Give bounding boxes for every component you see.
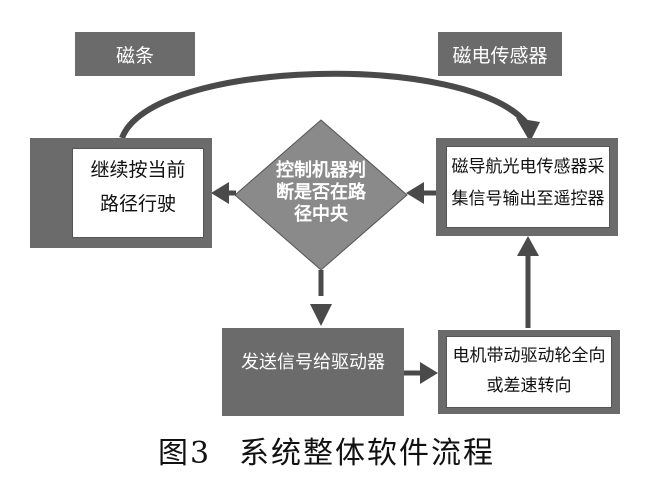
- decision-line1: 控制机器判: [276, 160, 366, 181]
- arrow-head: [420, 362, 438, 384]
- magnetic-sensor-label: 磁电传感器: [452, 45, 548, 67]
- arrow-head: [211, 182, 229, 204]
- send-signal-label: 发送信号给驱动器: [241, 352, 385, 373]
- motor-steer-inner: 电机带动驱动轮全向 或差速转向: [446, 336, 612, 408]
- sensor-signal-line2: 集信号输出至遥控器: [451, 189, 605, 209]
- sensor-signal-box: 磁导航光电传感器采 集信号输出至遥控器: [436, 138, 618, 236]
- magnetic-strip-box: 磁条: [75, 32, 195, 76]
- motor-steer-box: 电机带动驱动轮全向 或差速转向: [438, 330, 620, 414]
- magnetic-strip-label: 磁条: [115, 45, 154, 67]
- sensor-signal-inner: 磁导航光电传感器采 集信号输出至遥控器: [446, 146, 610, 228]
- continue-path-line1: 继续按当前: [90, 159, 186, 181]
- arrow-head: [406, 182, 424, 204]
- loop-arc: [119, 70, 531, 140]
- decision-label: 控制机器判 断是否在路 径中央: [266, 160, 376, 226]
- motor-steer-line1: 电机带动驱动轮全向: [452, 346, 606, 366]
- decision-line2: 断是否在路: [276, 182, 366, 203]
- loop-arc-head: [516, 118, 540, 142]
- arrow-head: [517, 236, 539, 256]
- send-signal-box: 发送信号给驱动器: [222, 328, 404, 416]
- decision-line3: 径中央: [294, 204, 348, 225]
- sensor-signal-line1: 磁导航光电传感器采: [451, 157, 605, 177]
- arrow-head: [310, 304, 332, 326]
- figure-number: 图3: [157, 436, 212, 471]
- figure-title: 系统整体软件流程: [239, 436, 496, 471]
- figure-caption: 图3 系统整体软件流程: [0, 428, 653, 472]
- continue-path-inner: 继续按当前 路径行驶: [72, 148, 204, 238]
- motor-steer-line2: 或差速转向: [486, 376, 572, 396]
- continue-path-box: 继续按当前 路径行驶: [30, 138, 212, 248]
- continue-path-line2: 路径行驶: [99, 193, 176, 215]
- magnetic-sensor-box: 磁电传感器: [438, 32, 562, 76]
